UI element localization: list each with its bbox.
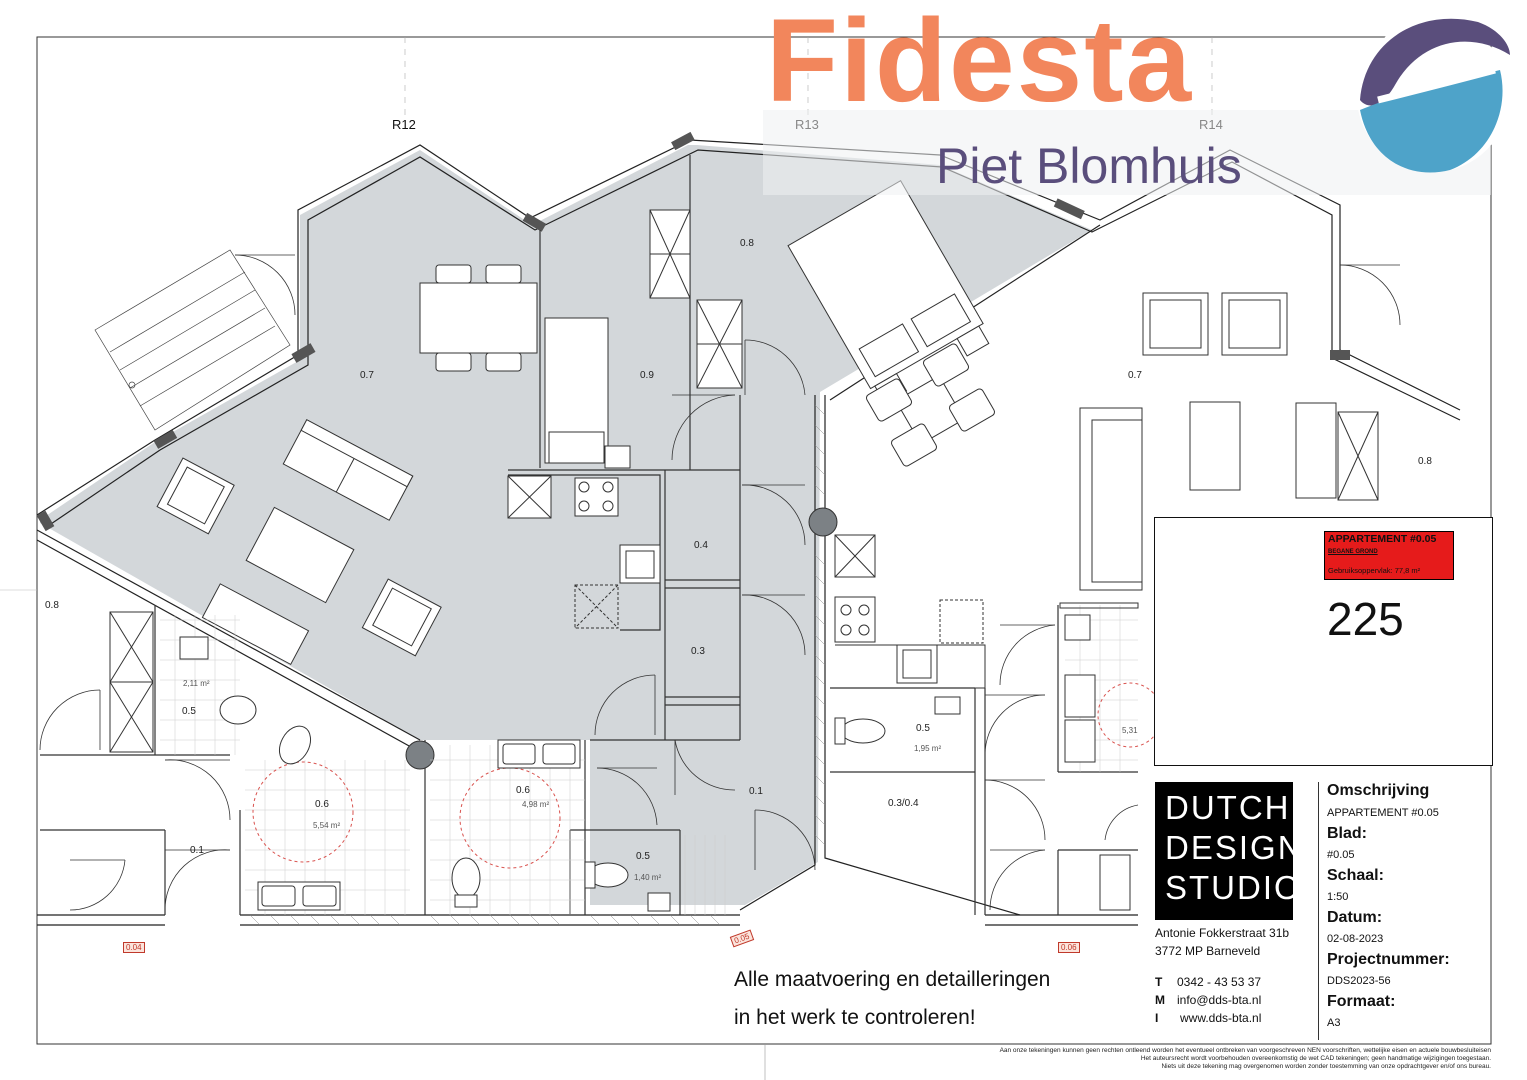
formaat-label: Formaat: (1327, 993, 1396, 1010)
projectnummer-value: DDS2023-56 (1327, 975, 1391, 987)
studio-logo: DUTCH DESIGN STUDIO (1155, 782, 1302, 920)
blad-value: #0.05 (1327, 849, 1355, 861)
room-label: 0.5 (916, 723, 930, 734)
area-label: 1,40 m² (634, 873, 662, 882)
fidesta-logo-mark (763, 18, 1510, 195)
studio-address-city: 3772 MP Barneveld (1155, 944, 1261, 958)
apartment-number: 225 (1327, 593, 1404, 645)
info-divider (1318, 782, 1319, 1040)
grid-label-r12: R12 (392, 117, 416, 132)
room-label: 0.9 (640, 370, 654, 381)
room-label: 0.8 (1418, 456, 1432, 467)
room-label: 0.7 (360, 370, 374, 381)
fineprint-line: Niets uit deze tekening mag overgenomen … (1161, 1063, 1491, 1070)
room-label: 0.3/0.4 (888, 798, 919, 809)
apartment-fill (40, 145, 1100, 905)
area-label: 2,11 m² (183, 679, 210, 688)
room-label: 0.1 (190, 845, 204, 856)
grid-tag: 0.06 (1058, 942, 1080, 953)
room-label: 0.3 (691, 646, 705, 657)
omschrijving-value: APPARTEMENT #0.05 (1327, 807, 1439, 819)
area-label: 5,31 (1122, 726, 1138, 735)
blad-label: Blad: (1327, 825, 1367, 842)
room-label: 0.6 (315, 799, 329, 810)
fineprint-line: Het auteursrecht wordt voorbehouden over… (1140, 1055, 1491, 1062)
room-label: 0.8 (740, 238, 754, 249)
datum-label: Datum: (1327, 909, 1383, 926)
apartment-title: APPARTEMENT #0.05 (1328, 533, 1437, 545)
grid-tag: 0.04 (123, 942, 145, 953)
room-label: 0.5 (636, 851, 650, 862)
studio-logo-line: STUDIO (1165, 869, 1302, 906)
room-label: 0.5 (182, 706, 196, 717)
room-label: 0.1 (749, 786, 763, 797)
formaat-value: A3 (1327, 1017, 1341, 1029)
floor-label: BEGANE GROND (1328, 549, 1378, 555)
grid-label-r13: R13 (795, 117, 819, 132)
datum-value: 02-08-2023 (1327, 933, 1384, 945)
room-label: 0.4 (694, 540, 708, 551)
room-label: 0.7 (1128, 370, 1142, 381)
studio-logo-line: DESIGN (1165, 829, 1304, 866)
area-text: Gebruiksoppervlak: 77,8 m² (1328, 566, 1421, 575)
area-label: 4,98 m² (522, 800, 550, 809)
fineprint-line: Aan onze tekeningen kunnen geen rechten … (999, 1047, 1491, 1054)
studio-address-street: Antonie Fokkerstraat 31b (1155, 926, 1290, 940)
brand-name: Fidesta (766, 0, 1194, 127)
schaal-value: 1:50 (1327, 891, 1349, 903)
room-label: 0.6 (516, 785, 530, 796)
notice-line-2: in het werk te controleren! (734, 1006, 976, 1029)
studio-logo-line: DUTCH (1165, 789, 1291, 826)
brand-subname: Piet Blomhuis (936, 138, 1242, 194)
projectnummer-label: Projectnummer: (1327, 951, 1450, 968)
grid-label-r14: R14 (1199, 117, 1223, 132)
schaal-label: Schaal: (1327, 867, 1384, 884)
area-label: 1,95 m² (914, 744, 942, 753)
area-label: 5,54 m² (313, 821, 341, 830)
notice-line-1: Alle maatvoering en detailleringen (734, 968, 1051, 991)
apartment-tag: APPARTEMENT #0.05 BEGANE GROND Gebruikso… (1324, 531, 1454, 580)
room-label: 0.8 (45, 600, 59, 611)
omschrijving-label: Omschrijving (1327, 782, 1430, 799)
